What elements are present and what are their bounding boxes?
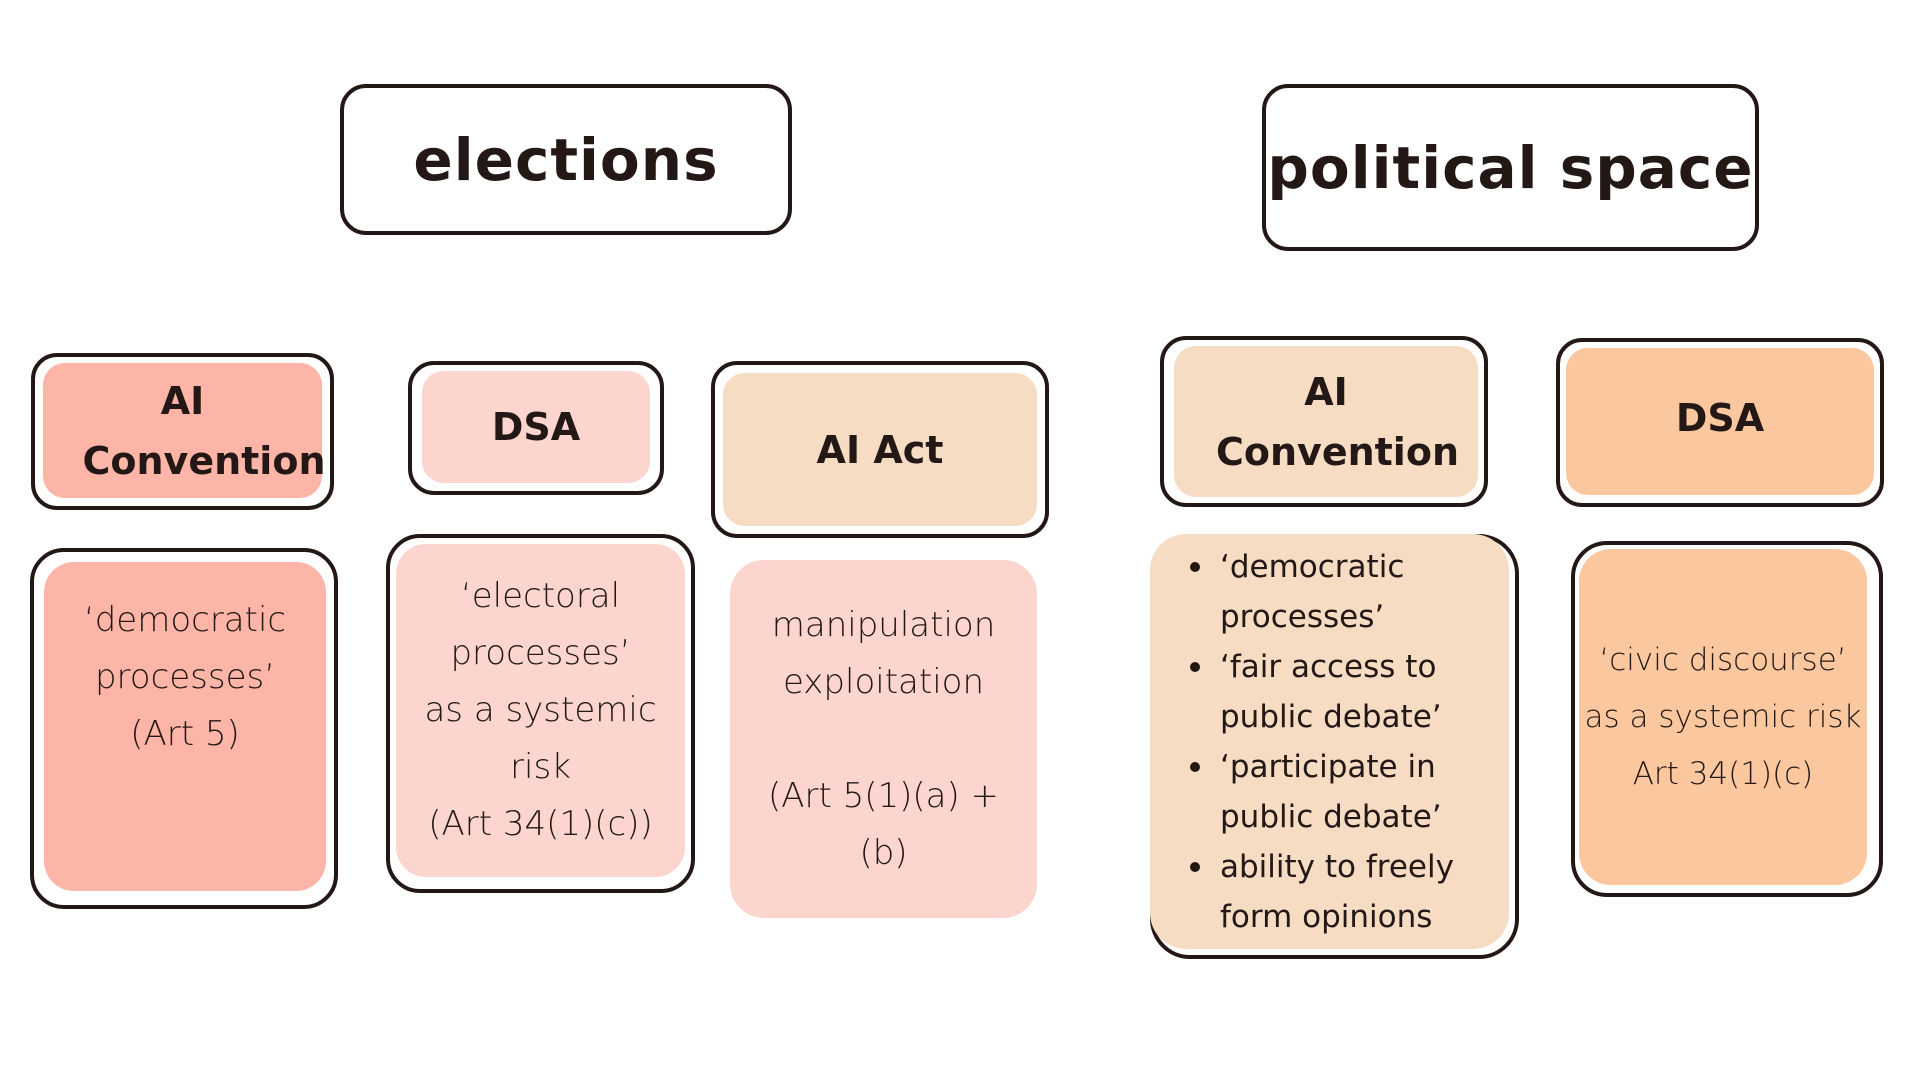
bullet-item: ‘fair access to public debate’ [1190,642,1470,742]
content-line: ‘democratic [83,600,287,640]
content-line: processes’ [94,657,276,697]
elections-ai-convention-header: AI Convention [31,353,334,510]
header-label: AI Convention [82,378,326,483]
political-ai-convention-content: ‘democratic processes’ ‘fair access to p… [1150,534,1519,959]
content-line: (b) [859,832,908,873]
content-line: Art 34(1)(c) [1632,755,1814,792]
elections-ai-convention-content: ‘democratic processes’ (Art 5) [30,548,338,909]
political-space-title-box: political space [1262,84,1759,251]
content-line: risk [510,747,571,787]
content-line: as a systemic [424,690,657,730]
content-line: (Art 5(1)(a) + [767,775,1000,816]
content-line: exploitation [782,661,984,702]
content-line: ‘civic discourse’ [1599,641,1847,678]
bullet-item: ability to freely form opinions [1190,842,1490,942]
political-dsa-content: ‘civic discourse’ as a systemic risk Art… [1571,541,1883,897]
political-ai-convention-header: AI Convention [1160,336,1488,507]
content-line: (Art 5) [130,714,240,754]
content-line: processes’ [450,633,631,673]
header-label: AI Act [816,427,944,472]
bullet-item: ‘democratic processes’ [1190,542,1430,642]
header-label: AI Convention [1216,369,1459,474]
bullet-list: ‘democratic processes’ ‘fair access to p… [1150,542,1490,942]
elections-dsa-content: ‘electoral processes’ as a systemic risk… [386,534,695,893]
elections-ai-act-content: manipulation exploitation (Art 5(1)(a) +… [730,560,1037,918]
elections-title: elections [413,125,719,194]
content-line: (Art 34(1)(c)) [428,804,653,844]
content-line: ‘electoral [460,576,621,616]
elections-dsa-header: DSA [408,361,664,495]
bullet-item: ‘participate in public debate’ [1190,742,1470,842]
header-label: DSA [1675,396,1765,440]
elections-ai-act-header: AI Act [711,361,1049,538]
political-dsa-header: DSA [1556,338,1884,507]
content-line: as a systemic risk [1584,698,1862,735]
political-space-title: political space [1267,133,1754,202]
elections-title-box: elections [340,84,792,235]
header-label: DSA [491,405,581,449]
content-line: manipulation [771,604,996,645]
